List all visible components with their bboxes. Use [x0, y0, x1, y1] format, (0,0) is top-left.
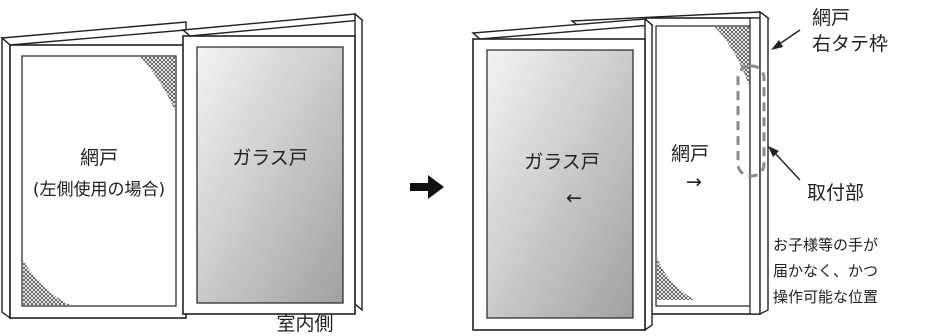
- mesh-top-right: [140, 57, 175, 110]
- left-screen-note: (左側使用の場合): [33, 179, 165, 200]
- right-screen-label: 網戸: [671, 143, 709, 165]
- frame-label-line2: 右タテ枠: [812, 33, 888, 55]
- left-glass-door: [181, 12, 364, 315]
- mount-note-line2: 届かなく、かつ: [773, 262, 878, 280]
- screen-slide-arrow-icon: →: [686, 171, 702, 193]
- room-side-label: 室内側: [276, 313, 333, 335]
- mesh-bottom-left: [23, 260, 70, 305]
- right-glass-label: ガラス戸: [524, 151, 600, 173]
- glass-slide-arrow-icon: ←: [566, 187, 582, 209]
- mesh-bottom-left: [657, 258, 695, 300]
- transition-arrow-icon: [410, 175, 444, 199]
- frame-leader-arrow-icon: [771, 29, 801, 50]
- right-screen-door: [570, 10, 770, 316]
- left-screen-door: [0, 21, 187, 320]
- mesh-top-right: [715, 27, 749, 85]
- left-window-illustration: 網戸 (左側使用の場合) ガラス戸 室内側: [0, 12, 364, 335]
- left-screen-label: 網戸: [80, 147, 118, 169]
- mount-note-line1: お子様等の手が: [773, 236, 878, 254]
- mount-note-line3: 操作可能な位置: [773, 288, 878, 306]
- left-glass-label: ガラス戸: [232, 147, 308, 169]
- frame-label-line1: 網戸: [812, 7, 850, 29]
- right-window-illustration: ガラス戸 ← 網戸 → 網戸 右タテ枠 取付部 お子様等の手が 届かなく、かつ …: [471, 7, 888, 332]
- mount-label: 取付部: [807, 182, 864, 204]
- mount-leader-arrow-icon: [768, 146, 801, 181]
- right-glass-door: [471, 17, 654, 332]
- mount-region-marker: [736, 64, 766, 178]
